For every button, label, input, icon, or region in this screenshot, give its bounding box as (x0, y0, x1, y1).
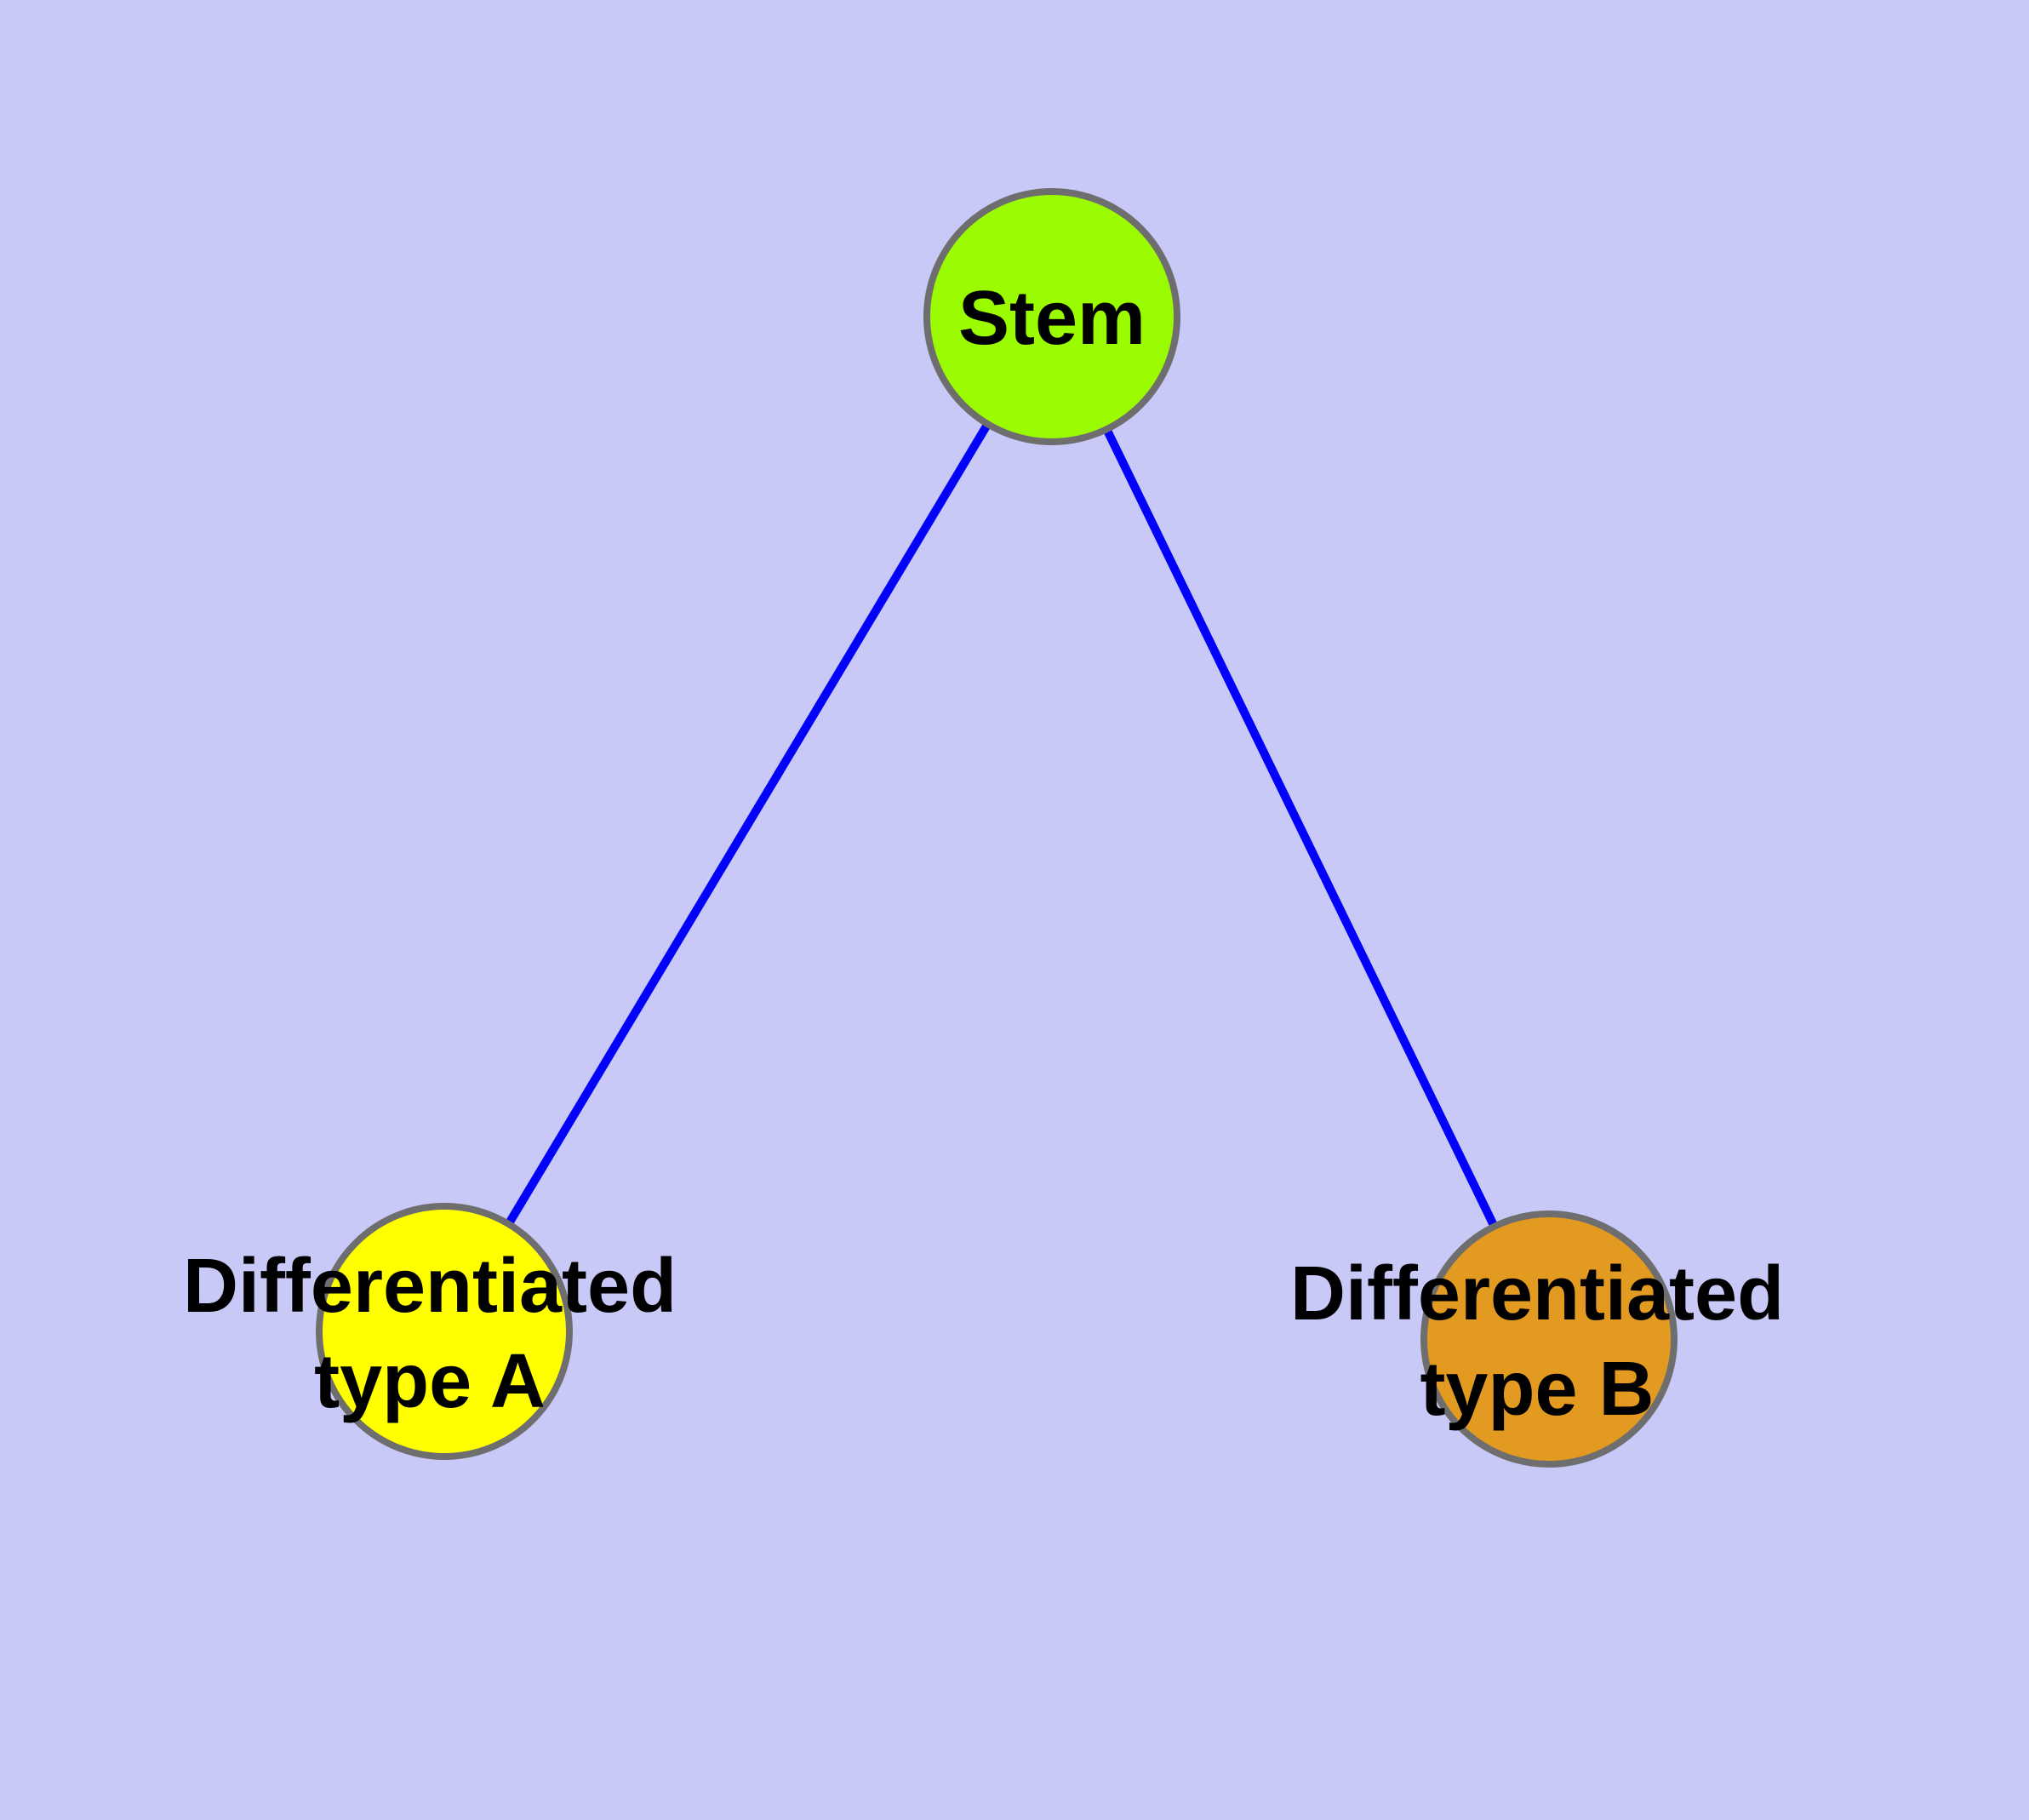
type-a-node (316, 1203, 573, 1460)
type-b-node-label: Differentiated type B (1289, 1251, 1785, 1432)
edge-stem-to-type-a (440, 314, 1056, 1334)
stem-node-label: Stem (957, 276, 1146, 361)
edge-stem-to-type-b (1048, 314, 1553, 1342)
type-a-node-label: Differentiated type A (182, 1244, 677, 1424)
type-b-node (1420, 1210, 1677, 1468)
stem-node (923, 188, 1180, 445)
